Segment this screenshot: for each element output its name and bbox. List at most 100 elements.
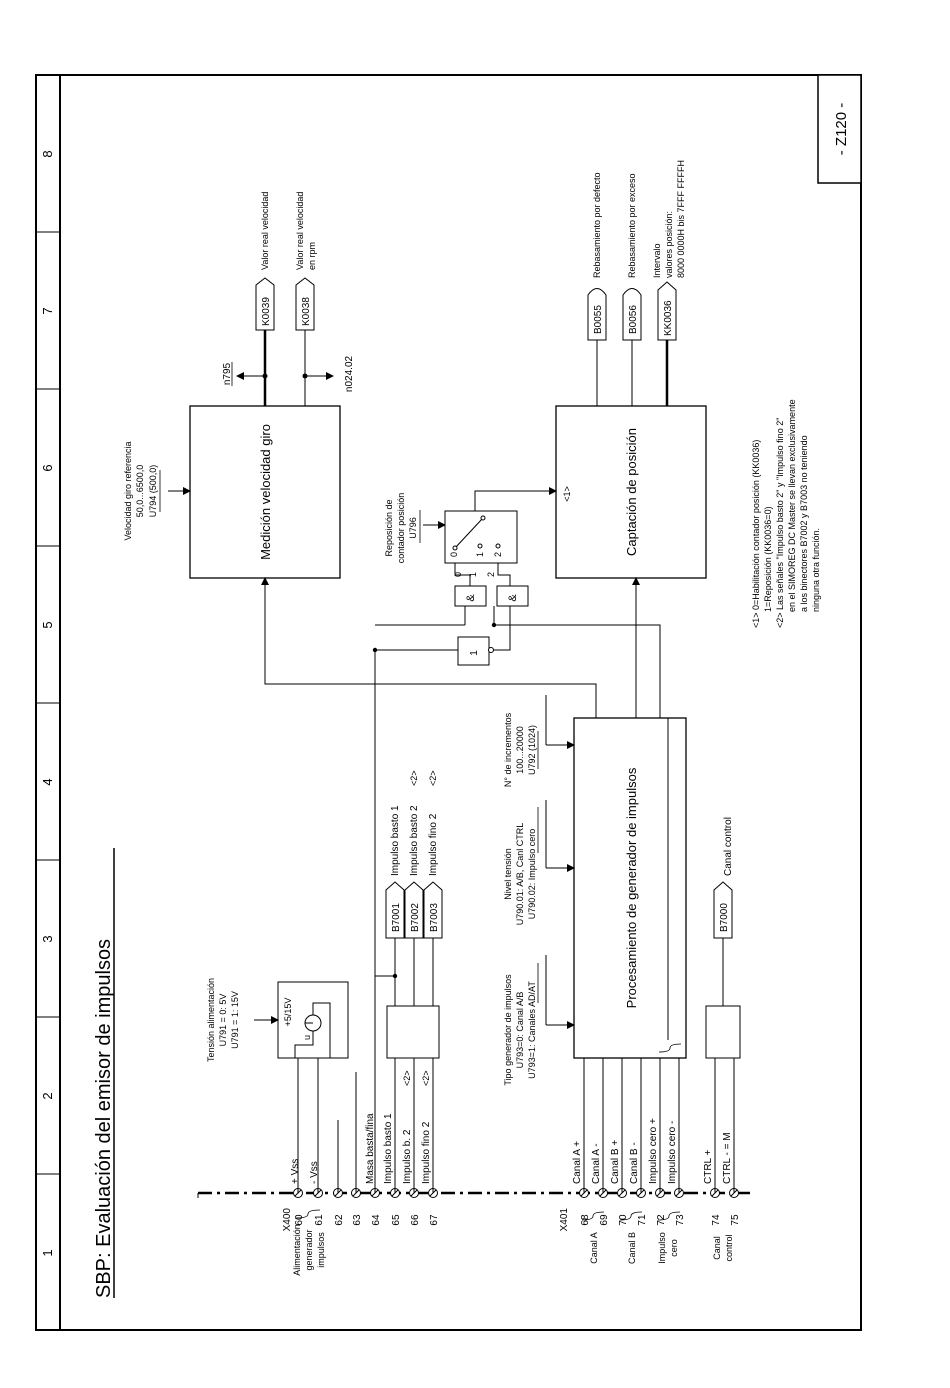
terminal-number: 67 (429, 1214, 440, 1226)
and-gate-2-label: & (507, 594, 519, 602)
supply-param-line1: U791 = 0: 5V (218, 994, 228, 1047)
b0055-tag (587, 288, 607, 341)
sheet-frame (35, 74, 862, 1331)
signal-channel-a-plus: Canal A + (572, 1141, 583, 1184)
supply-group-label: Alimentación (292, 1224, 302, 1276)
channel-b-group: Canal B (627, 1232, 637, 1264)
supply-u-label: u (302, 1035, 312, 1040)
u793-param: Tipo generador de impulsos (503, 974, 513, 1086)
kk0036-desc: 8000 0000H bis 7FFF FFFFH (676, 160, 686, 278)
u790-param: U790.02: Impulso cero (527, 829, 537, 920)
binector-tags (385, 881, 733, 939)
signal-ground-coarse-fine: Masa basta/fina (365, 1113, 376, 1184)
supply-level-label: +5/15V (283, 998, 293, 1027)
k0038-id: K0038 (301, 297, 312, 326)
column-number: 5 (40, 621, 55, 628)
ctrl-group: control (724, 1234, 734, 1261)
b0055-id: B0055 (593, 305, 604, 334)
u790-arrow (545, 800, 574, 868)
u790-param: U790.01: A/B, Canl CTRL (515, 823, 525, 926)
signal-vss-minus: - Vss (309, 1161, 320, 1184)
terminal-number: 65 (391, 1214, 402, 1226)
gate-out-1: 1 (468, 572, 478, 577)
channel-a-group: Canal A (589, 1232, 599, 1264)
u790-param: Nivel tensión (503, 848, 513, 900)
terminal-number: 61 (314, 1214, 325, 1226)
column-number: 8 (40, 150, 55, 157)
terminal-number: 75 (730, 1214, 741, 1226)
footnote-1b: 1=Reposición (KK0036=0) (763, 506, 773, 612)
supply-group-label: generador (304, 1229, 314, 1270)
b7002-desc: Impulso basto 2 (409, 805, 420, 876)
b0056-tag (622, 288, 642, 341)
u796-param: Reposición de (384, 499, 394, 556)
footnote-1: <1> 0=Habilitación contador posición (KK… (751, 440, 761, 628)
b7003-mark: <2> (428, 770, 438, 786)
supply-group-label: impulsos (316, 1232, 326, 1268)
and-gate-1-label: & (465, 594, 477, 602)
k0038-desc: Valor real velocidad (295, 192, 305, 270)
k0038-desc: en rpm (307, 242, 317, 270)
signal-channel-a-minus: Canal A - (591, 1143, 602, 1184)
terminal-number: 71 (637, 1214, 648, 1226)
b7003-tag: B7003 (429, 903, 440, 932)
switch-pos-1: 1 (475, 552, 485, 557)
terminal-wires (297, 650, 735, 1193)
supply-param-line2: U791 = 1: 15V (230, 991, 240, 1049)
signal-coarse-pulse-2: Impulso b. 2 (402, 1129, 413, 1184)
terminal-number: 74 (711, 1214, 722, 1226)
u792-param: 100...20000 (515, 726, 525, 774)
b0056-id: B0056 (628, 305, 639, 334)
speed-block-label: Medición velocidad giro (258, 424, 273, 560)
column-number: 4 (40, 778, 55, 785)
footnote-2d: ninguna otra función. (811, 528, 821, 612)
terminal-number: 64 (371, 1214, 382, 1226)
group-braces (581, 1043, 682, 1221)
x400-label: X400 (282, 1208, 293, 1232)
footnote-2: <2> Las señales "Impulso basto 2" y "Imp… (775, 418, 785, 628)
x401-label: X401 (559, 1208, 570, 1232)
gate-out-2: 2 (486, 572, 496, 577)
b7001-desc: Impulso basto 1 (390, 805, 401, 876)
page-title: SBP: Evaluación del emisor de impulsos (93, 939, 115, 1298)
kk0036-id: KK0036 (663, 300, 674, 336)
b7000-desc: Canal control (723, 817, 734, 876)
switch-pos-2: 2 (493, 552, 503, 557)
signal-ctrl-minus: CTRL - = M (722, 1132, 733, 1184)
page-id-box (817, 74, 862, 184)
b7000-tag: B7000 (719, 903, 730, 932)
switch-pos-0: 0 (449, 552, 459, 557)
u793-param: U793=1: Canales AD/AT (527, 981, 537, 1079)
u796-param: contador posición (396, 493, 406, 564)
kk0036-desc: valores posición: (664, 211, 674, 278)
signal-zero-pulse-plus: Impulso cero + (648, 1118, 659, 1184)
position-block-label: Captación de posición (624, 428, 639, 556)
signal-vss-plus: + Vss (290, 1159, 301, 1184)
k0038-tag (295, 277, 315, 331)
u796-param: U796 (408, 517, 418, 539)
k0039-desc: Valor real velocidad (260, 192, 270, 270)
column-ticks (36, 231, 60, 1175)
b0055-desc: Rebasamiento por defecto (592, 172, 602, 278)
binector-wires (375, 938, 724, 1006)
coarse-fine-input-block (386, 1005, 440, 1059)
b7002-tag: B7002 (410, 903, 421, 932)
and-gate-2 (496, 585, 529, 607)
column-number: 2 (40, 1092, 55, 1099)
u794-param: 50,0...6500,0 (135, 465, 145, 518)
terminal-number: 69 (599, 1214, 610, 1226)
k0039-tag (255, 277, 275, 331)
not-gate-label: 1 (469, 650, 480, 656)
ctrl-input-block (705, 1005, 741, 1059)
u793-param: U793=0: Canal A/B (515, 992, 525, 1069)
signal-zero-pulse-minus: Impulso cero - (667, 1121, 678, 1184)
supply-param-title: Tensión alimentación (206, 978, 216, 1062)
b7001-tag: B7001 (391, 903, 402, 932)
note-ref-2: <2> (402, 1070, 412, 1086)
footnote-2c: a los binectores B7002 y B7003 no tenien… (799, 435, 809, 612)
processing-block-label: Procesamiento de generador de impulsos (624, 767, 639, 1008)
terminal-number: 60 (294, 1214, 305, 1226)
column-number: 1 (40, 1249, 55, 1256)
k0039-id: K0039 (261, 297, 272, 326)
